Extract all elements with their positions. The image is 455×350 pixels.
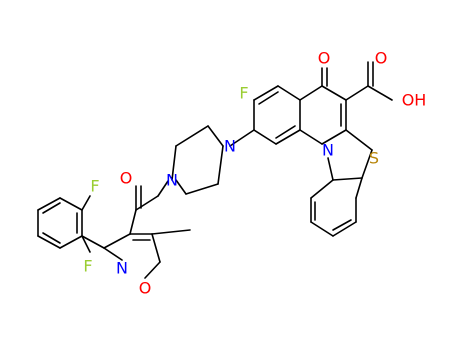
atom-label-o-ketone: O — [318, 49, 331, 68]
bond — [332, 221, 357, 237]
bond — [345, 85, 369, 101]
atom-label-f-quinolone: F — [239, 84, 248, 103]
atom-label-o-acid-carbonyl: O — [375, 49, 388, 68]
bond — [332, 219, 352, 231]
bond — [258, 91, 279, 105]
bond — [229, 129, 255, 147]
bond — [81, 195, 91, 211]
bond — [275, 129, 301, 145]
bond — [217, 145, 224, 185]
bond — [42, 232, 61, 244]
bond — [103, 247, 123, 261]
bond — [175, 125, 209, 147]
bond — [321, 129, 347, 145]
atom-label-o-carbonyl-amide: O — [120, 169, 133, 188]
bond — [81, 235, 105, 249]
atom-label-layer: F F F O O O OH N N N S N O — [83, 49, 426, 298]
bond — [310, 221, 334, 237]
bond-layer — [37, 61, 393, 279]
atom-label-n-isoxazole: N — [116, 259, 128, 278]
bond — [135, 195, 159, 211]
bond — [207, 125, 224, 147]
bond — [175, 179, 187, 195]
bond — [144, 261, 161, 279]
bond — [361, 149, 373, 179]
bond — [129, 209, 137, 235]
bond — [59, 197, 83, 211]
bond — [310, 179, 334, 199]
bond — [37, 197, 61, 211]
bond — [81, 235, 91, 253]
bond — [171, 145, 177, 181]
bond — [345, 129, 373, 151]
bond — [42, 202, 61, 214]
atom-label-n-ring: N — [322, 141, 334, 160]
atom-label-n-piperazine-2: N — [224, 137, 236, 156]
bond — [59, 235, 83, 249]
bond — [103, 233, 131, 249]
bond — [321, 85, 347, 101]
bond — [151, 229, 191, 235]
bond — [367, 85, 393, 101]
atom-label-oh-acid: OH — [402, 91, 427, 110]
bond — [327, 157, 334, 181]
bond — [253, 85, 279, 101]
bond — [185, 183, 219, 195]
atom-label-s-ring: S — [369, 149, 379, 168]
bond — [253, 129, 277, 145]
bond — [37, 235, 61, 249]
bond — [151, 233, 161, 263]
atom-label-n-piperazine-1: N — [166, 171, 178, 190]
bond — [157, 180, 169, 197]
bond — [355, 177, 363, 199]
atom-label-o-isoxazole: O — [139, 279, 152, 298]
bond — [299, 129, 323, 145]
atom-label-f-left-bottom: F — [83, 257, 92, 276]
bond — [277, 85, 301, 101]
bond — [299, 85, 323, 101]
bond — [275, 125, 296, 139]
atom-label-f-left-top: F — [90, 177, 99, 196]
bond — [332, 177, 363, 181]
